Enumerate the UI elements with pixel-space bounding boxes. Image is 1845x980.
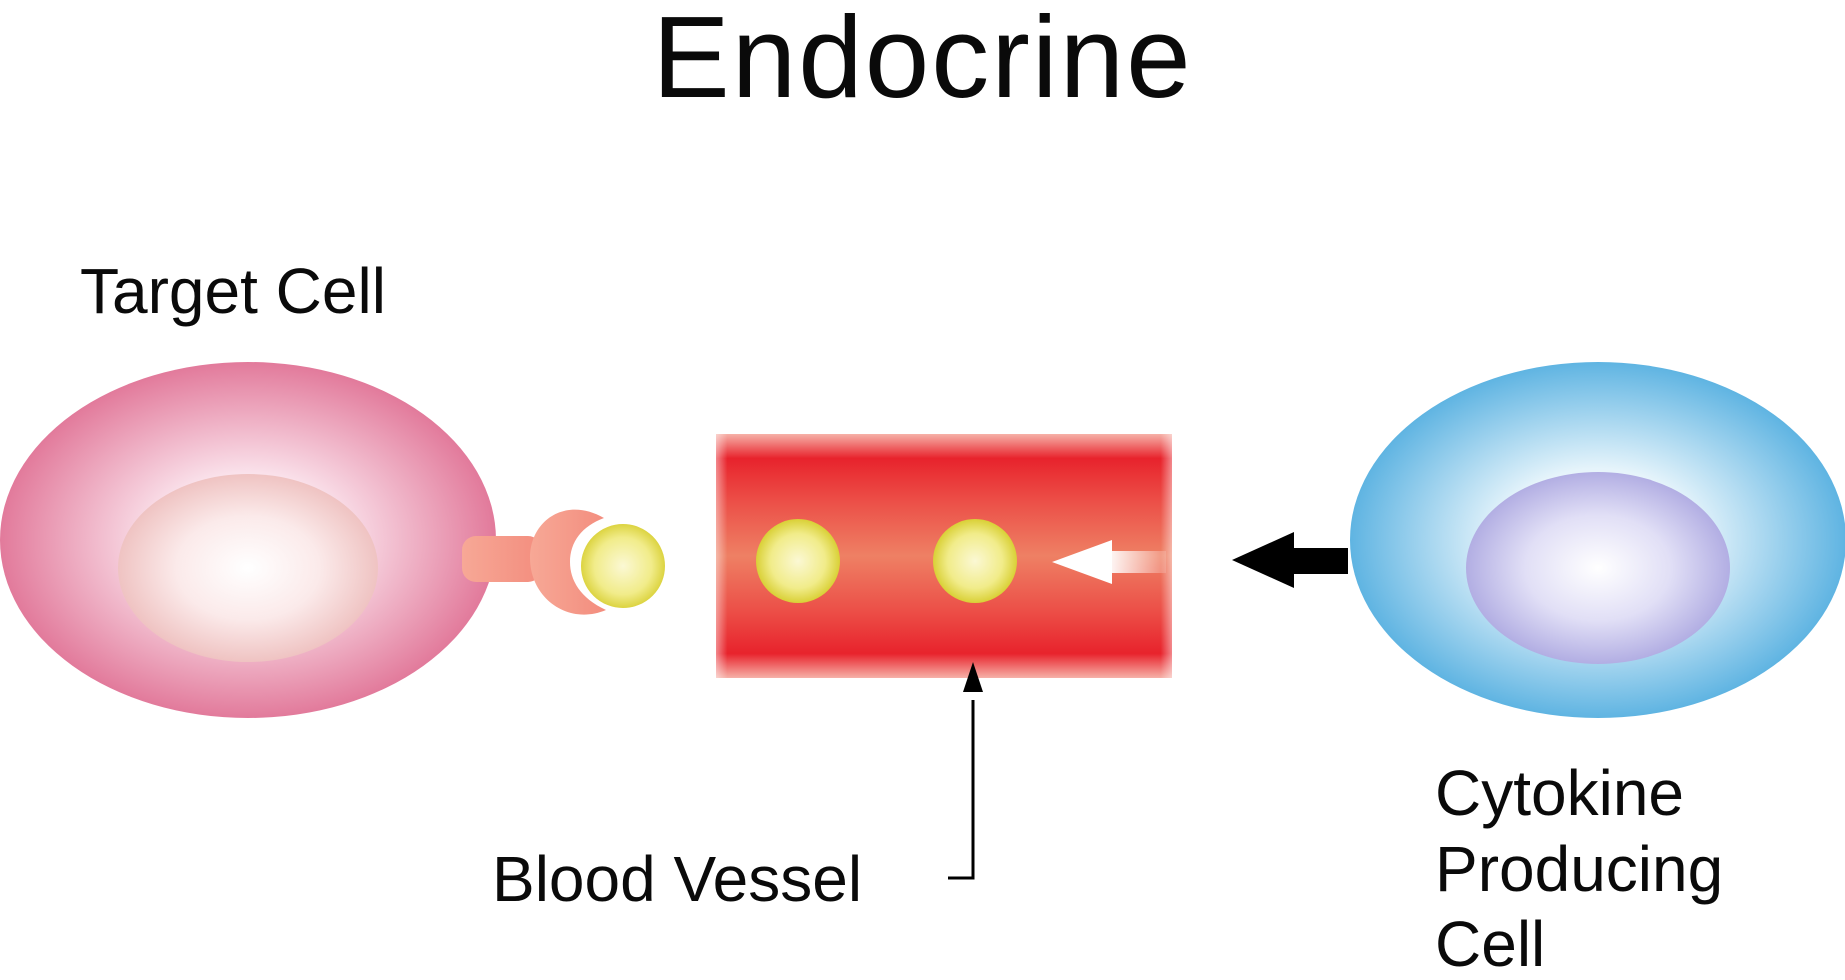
receptor	[462, 509, 606, 615]
cytokine-producing-cell-label: Cytokine Producing Cell	[1435, 756, 1723, 980]
signal-arrow-icon	[1232, 532, 1348, 588]
cytokine-label-line: Cytokine	[1435, 757, 1684, 829]
cytokine-label-line: Cell	[1435, 908, 1546, 980]
target-cell-label: Target Cell	[80, 255, 386, 327]
hormone-in-vessel	[756, 519, 840, 603]
producing-cell-nucleus	[1466, 472, 1730, 664]
cytokine-producing-cell	[1350, 362, 1845, 718]
target-cell	[0, 362, 496, 718]
bound-hormone	[577, 520, 669, 612]
diagram-title: Endocrine	[652, 0, 1193, 122]
blood-vessel-label: Blood Vessel	[492, 843, 863, 915]
target-cell-nucleus	[118, 474, 378, 662]
cytokine-label-line: Producing	[1435, 832, 1724, 905]
blood-vessel	[716, 434, 1172, 678]
hormone-in-vessel	[933, 519, 1017, 603]
flow-arrow-icon	[1052, 540, 1166, 584]
vessel-pointer-arrow-icon	[948, 662, 983, 880]
